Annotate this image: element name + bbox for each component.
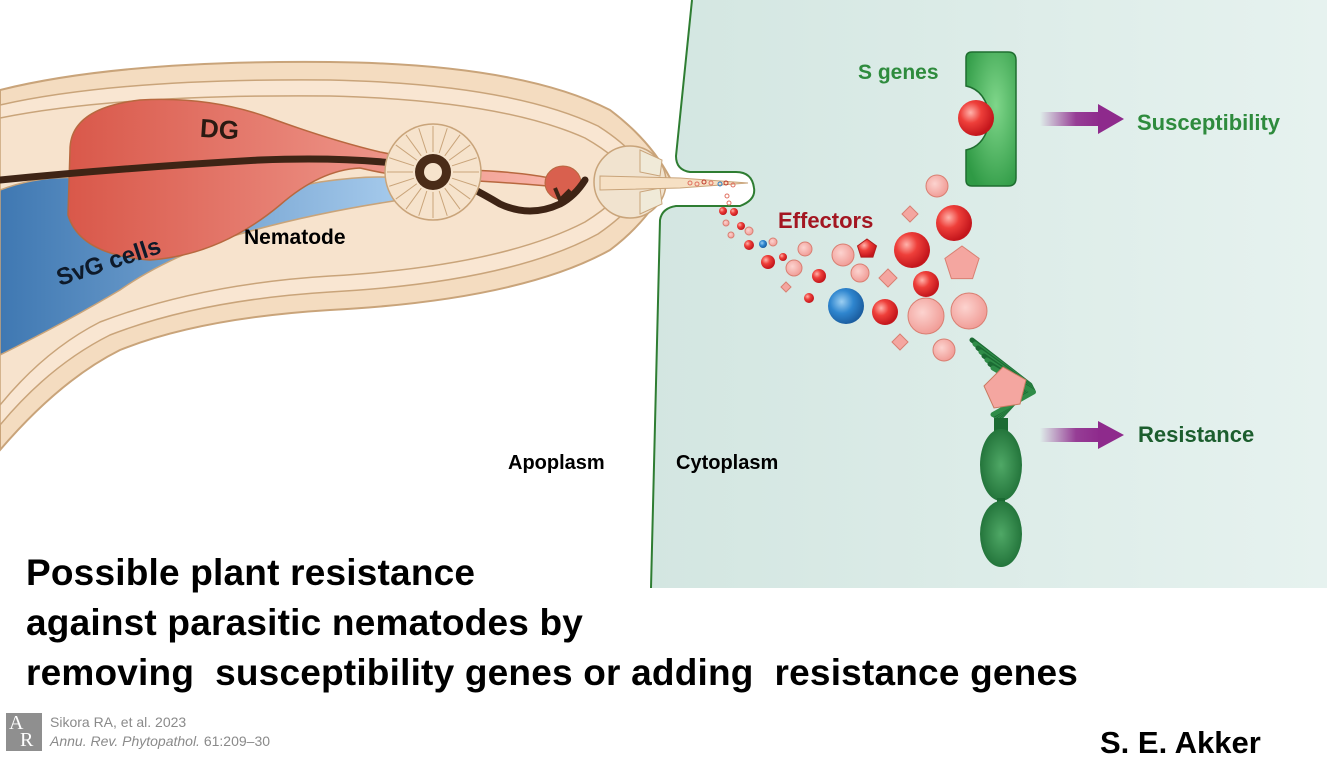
stylet: [599, 175, 749, 191]
effector-molecule: [761, 255, 775, 269]
effector-molecule: [797, 241, 813, 257]
s-gene-receptor-icon: [958, 51, 1017, 187]
label-susceptibility: Susceptibility: [1137, 110, 1281, 135]
effectors-cluster: [719, 174, 988, 362]
effector-molecule: [737, 222, 745, 230]
effector-diamond: [891, 333, 909, 351]
effector-dot: [723, 180, 729, 186]
effector-molecule: [730, 208, 738, 216]
effector-molecule: [913, 271, 939, 297]
author-name: S. E. Akker: [1100, 725, 1261, 760]
effector-molecule: [850, 263, 870, 283]
effector-molecule: [936, 205, 972, 241]
label-effectors: Effectors: [778, 208, 873, 233]
effector-molecule: [785, 259, 803, 277]
label-apoplasm: Apoplasm: [508, 452, 605, 474]
effector-diamond: [878, 268, 898, 288]
effector-molecule: [744, 240, 754, 250]
effector-molecule: [759, 240, 767, 248]
effector-molecule: [768, 237, 778, 247]
effector-molecule: [719, 207, 727, 215]
label-cytoplasm: Cytoplasm: [676, 452, 778, 474]
effector-pentagon: [944, 245, 980, 280]
plant-cell-cytoplasm: [651, 0, 1327, 588]
cell-wall-line: [650, 0, 756, 589]
effector-dot: [726, 200, 732, 206]
effector-molecule: [804, 293, 814, 303]
effector-dot: [694, 181, 700, 187]
nematode-head: [593, 145, 749, 219]
label-s-genes: S genes: [858, 61, 939, 84]
label-nematode: Nematode: [244, 226, 346, 249]
title-line-3: removing susceptibility genes or adding …: [26, 652, 1079, 693]
effector-molecule: [907, 297, 945, 335]
effector-molecule: [744, 226, 754, 236]
arrow-right-icon: [1040, 421, 1124, 449]
label-dg: DG: [199, 113, 240, 146]
effector-molecule: [727, 231, 735, 239]
effector-molecule: [722, 219, 730, 227]
effector-molecule: [812, 269, 826, 283]
stylet-effector-dots: [687, 179, 736, 206]
effector-pentagon: [856, 238, 878, 258]
effector-molecule: [950, 292, 988, 330]
effector-molecule: [779, 253, 787, 261]
effector-molecule: [894, 232, 930, 268]
effector-dot: [708, 180, 714, 186]
citation-authors: Sikora RA, et al. 2023: [50, 714, 187, 730]
citation-volume: 61:209–30: [199, 733, 271, 749]
label-resistance: Resistance: [1138, 422, 1254, 447]
citation-journal: Annu. Rev. Phytopathol.: [50, 733, 200, 749]
effector-dot: [724, 193, 730, 199]
effector-molecule: [828, 288, 864, 324]
effector-dot: [687, 180, 693, 186]
effector-dot: [717, 181, 723, 187]
effector-molecule: [932, 338, 956, 362]
r-gene-receptor-icon: [969, 337, 1036, 567]
effector-dot: [730, 182, 736, 188]
title-line-2: against parasitic nematodes by: [26, 602, 584, 643]
arrow-right-icon: [1040, 104, 1124, 134]
title-line-1: Possible plant resistance: [26, 552, 476, 593]
effector-molecule: [925, 174, 949, 198]
effector-molecule: [831, 243, 855, 267]
effector-molecule: [872, 299, 898, 325]
effector-diamond: [901, 205, 919, 223]
effector-diamond: [780, 281, 792, 293]
metacorpus-bulb: [384, 123, 482, 221]
effector-dot: [701, 179, 707, 185]
